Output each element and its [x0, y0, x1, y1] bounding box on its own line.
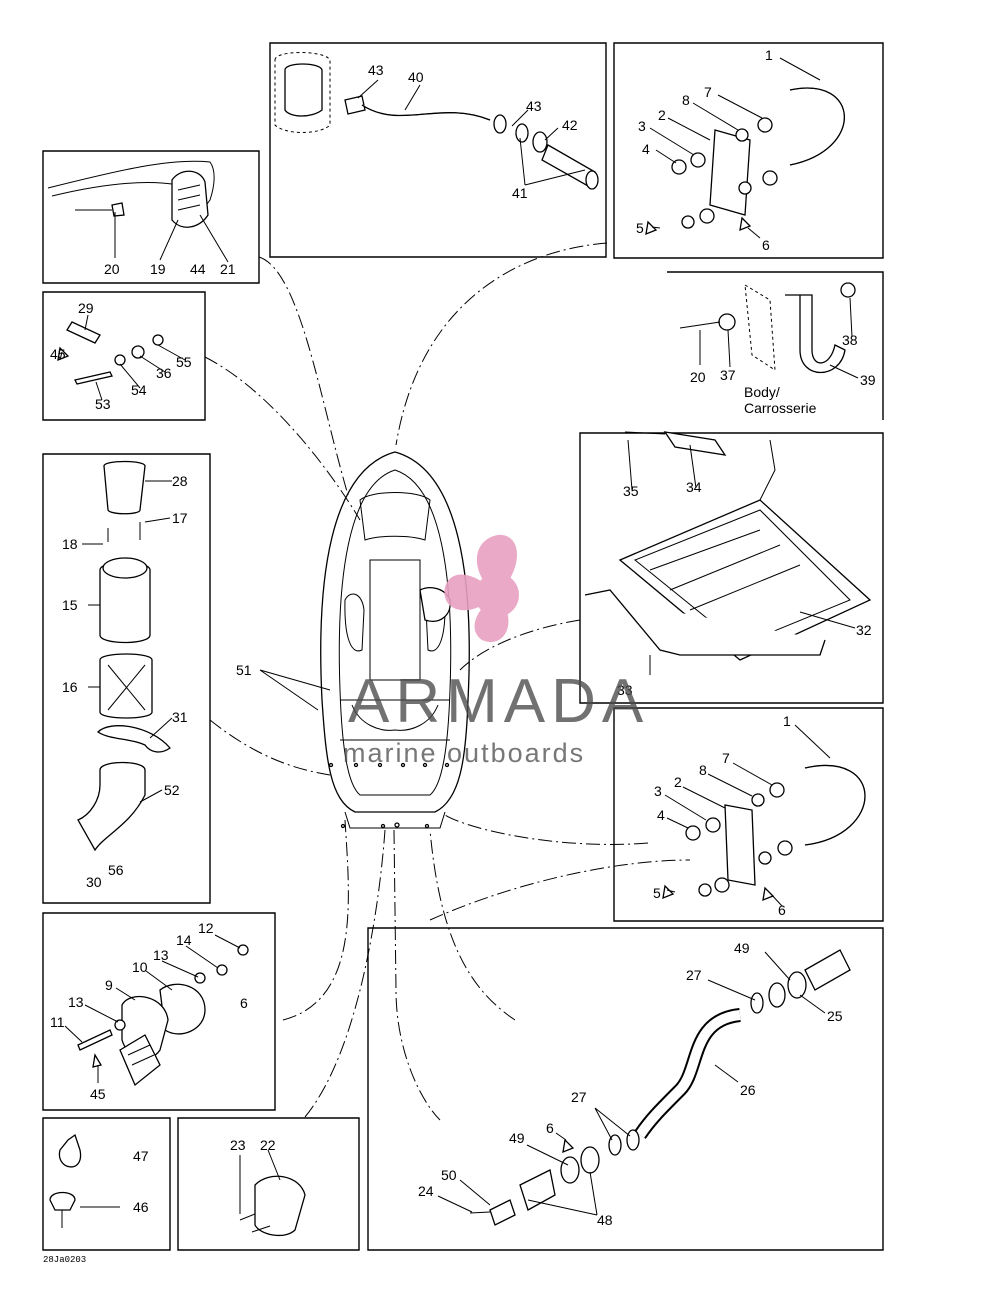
callout-51: 51 — [236, 662, 252, 678]
armada-watermark: ARMADA marine outboards — [343, 534, 649, 768]
callout-52: 52 — [164, 782, 180, 798]
callout-56: 56 — [108, 862, 124, 878]
storage-tray-detail — [584, 431, 872, 661]
nose-cap-detail — [47, 160, 215, 228]
callout-49: 49 — [509, 1130, 525, 1146]
bilge-hose-detail — [469, 949, 851, 1226]
callout-29: 29 — [78, 300, 94, 316]
callout-16: 16 — [62, 679, 78, 695]
callout-31: 31 — [172, 709, 188, 725]
body-label-line-2: Carrosserie — [744, 400, 817, 416]
callout-42: 42 — [562, 117, 578, 133]
section-frames — [42, 42, 884, 1251]
callout-54: 54 — [131, 382, 147, 398]
callout-27: 27 — [571, 1089, 587, 1105]
callout-22: 22 — [260, 1137, 276, 1153]
callout-35: 35 — [623, 483, 639, 499]
deflector-detail — [239, 1175, 306, 1237]
callout-2: 2 — [658, 107, 666, 123]
propeller-logo-icon — [444, 534, 519, 642]
hull-body-drawing — [320, 451, 470, 829]
callout-37: 37 — [720, 367, 736, 383]
callout-12: 12 — [198, 920, 214, 936]
callout-32: 32 — [856, 622, 872, 638]
body-bracket-detail — [679, 282, 856, 373]
callout-48: 48 — [597, 1212, 613, 1228]
callout-4: 4 — [642, 141, 650, 157]
watermark-brand: ARMADA — [348, 667, 649, 736]
callout-40: 40 — [408, 69, 424, 85]
callout-26: 26 — [740, 1082, 756, 1098]
duct-hose-detail — [274, 52, 599, 190]
drawing-code: 28Ja0203 — [43, 1255, 86, 1265]
callout-3: 3 — [638, 118, 646, 134]
callout-34: 34 — [686, 479, 702, 495]
callout-5: 5 — [636, 220, 644, 236]
callout-25: 25 — [827, 1008, 843, 1024]
callout-13: 13 — [153, 947, 169, 963]
callout-43: 43 — [526, 98, 542, 114]
callout-50: 50 — [441, 1167, 457, 1183]
callout-1: 1 — [783, 713, 791, 729]
callout-49: 49 — [734, 940, 750, 956]
callout-53: 53 — [95, 396, 111, 412]
callout-20: 20 — [690, 369, 706, 385]
callout-39: 39 — [860, 372, 876, 388]
watermark-tagline: marine outboards — [343, 738, 585, 768]
callout-11: 11 — [50, 1014, 65, 1030]
through-hull-fitting-detail — [77, 944, 249, 1087]
callout-4: 4 — [657, 807, 665, 823]
callout-27: 27 — [686, 967, 702, 983]
callout-20: 20 — [104, 261, 120, 277]
callout-13: 13 — [68, 994, 84, 1010]
callout-15: 15 — [62, 597, 78, 613]
callout-14: 14 — [176, 932, 192, 948]
callout-28: 28 — [172, 473, 188, 489]
callout-33: 33 — [617, 682, 633, 698]
callout-44: 44 — [190, 261, 206, 277]
callout-30: 30 — [86, 874, 102, 890]
callout-36: 36 — [156, 365, 172, 381]
callout-43: 43 — [368, 62, 384, 78]
fastener-set-detail — [57, 321, 164, 385]
callout-6: 6 — [546, 1120, 554, 1136]
callout-45: 45 — [90, 1086, 106, 1102]
body-label-line-1: Body/ — [744, 384, 780, 400]
callout-47: 47 — [133, 1148, 149, 1164]
callout-7: 7 — [704, 84, 712, 100]
callout-3: 3 — [654, 783, 662, 799]
callout-18: 18 — [62, 536, 78, 552]
callout-8: 8 — [699, 762, 707, 778]
callout-1: 1 — [765, 47, 773, 63]
assembly-flow-lines — [204, 242, 691, 1121]
callout-6: 6 — [778, 902, 786, 918]
callout-41: 41 — [512, 185, 528, 201]
callout-6: 6 — [240, 995, 248, 1011]
callout-45: 45 — [50, 346, 66, 362]
callout-8: 8 — [682, 92, 690, 108]
callout-7: 7 — [722, 750, 730, 766]
fill-hose-bracket-a — [645, 87, 845, 236]
exhaust-stack-detail — [77, 460, 171, 852]
callout-23: 23 — [230, 1137, 246, 1153]
callout-9: 9 — [105, 977, 113, 993]
callout-24: 24 — [418, 1183, 434, 1199]
callout-17: 17 — [172, 510, 188, 526]
callout-21: 21 — [220, 261, 236, 277]
callout-10: 10 — [132, 959, 148, 975]
callout-38: 38 — [842, 332, 858, 348]
callout-46: 46 — [133, 1199, 149, 1215]
callout-55: 55 — [176, 354, 192, 370]
callout-6: 6 — [762, 237, 770, 253]
callout-numbers: 1 7 8 2 3 4 5 6 43 40 43 42 41 20 19 44 … — [43, 47, 876, 1265]
leader-lines — [59, 57, 859, 1216]
callout-19: 19 — [150, 261, 166, 277]
callout-2: 2 — [674, 774, 682, 790]
fill-hose-bracket-b — [662, 765, 866, 902]
clip-and-screw-detail — [49, 1133, 82, 1228]
callout-5: 5 — [653, 885, 661, 901]
